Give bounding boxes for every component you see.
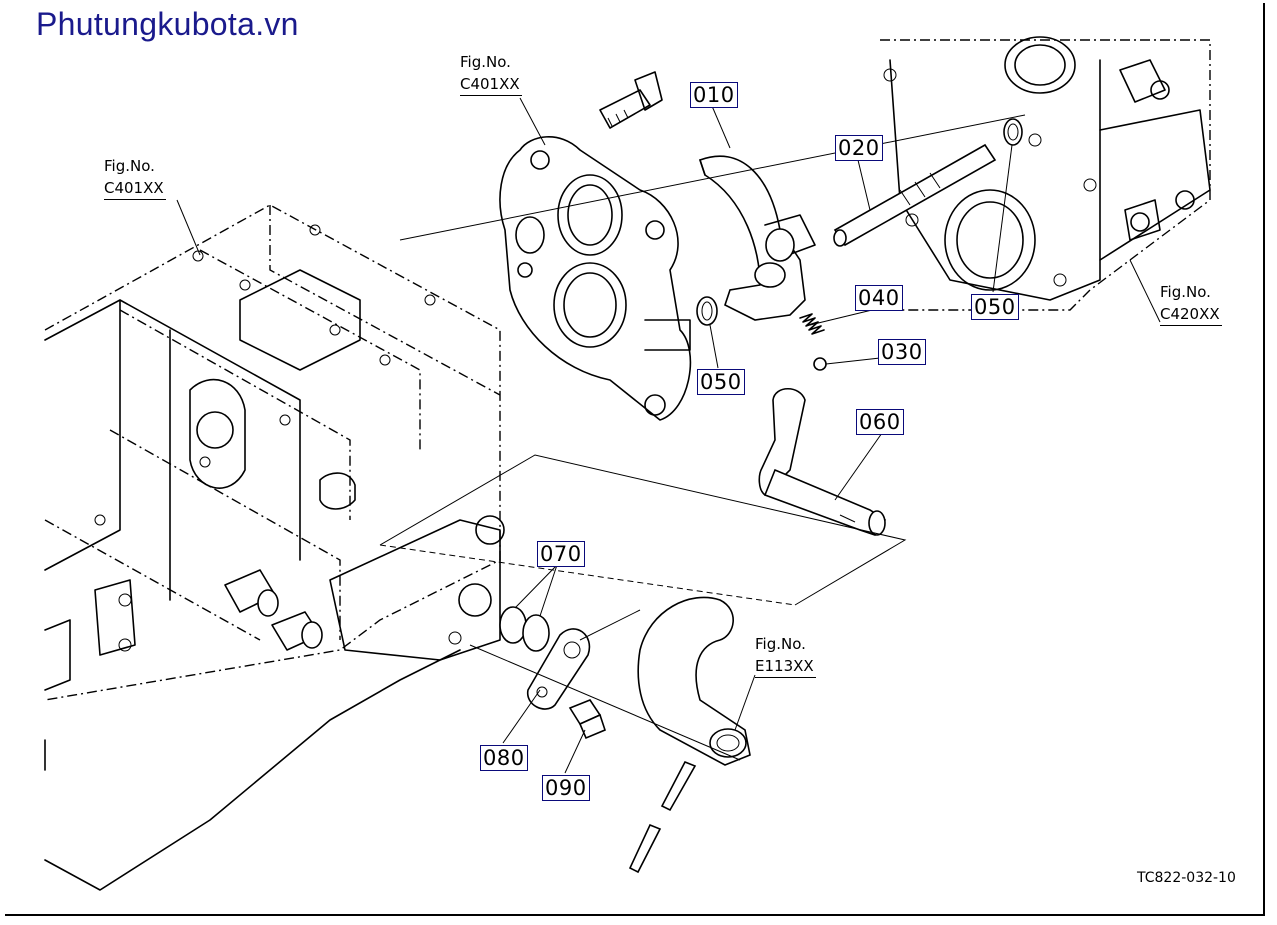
figure-ref-code: C401XX: [104, 177, 166, 200]
part-callout-090[interactable]: 090: [542, 775, 590, 801]
hex-bolt: [568, 699, 606, 740]
part-callout-040[interactable]: 040: [855, 285, 903, 311]
figure-ref-housing[interactable]: Fig.No. C401XX: [460, 51, 522, 96]
part-callout-050[interactable]: 050: [697, 369, 745, 395]
circlip: [696, 296, 718, 326]
circlip-inner: [1007, 123, 1019, 141]
figure-ref-label: Fig.No.: [1160, 283, 1211, 301]
rear-case: [880, 36, 1211, 311]
o-ring: [522, 614, 550, 652]
stopper-plate: [527, 628, 591, 710]
drawing-id: TC822-032-10: [1137, 870, 1236, 886]
gear-housing-plate: [499, 71, 692, 421]
shift-shaft: [833, 143, 997, 247]
figure-ref-rear-case[interactable]: Fig.No. C420XX: [1160, 281, 1222, 326]
part-callout-060[interactable]: 060: [856, 409, 904, 435]
figure-ref-code: C401XX: [460, 73, 522, 96]
circlip: [1003, 118, 1023, 146]
part-callout-020[interactable]: 020: [835, 135, 883, 161]
leader-lines: [176, 97, 1161, 774]
part-callout-010[interactable]: 010: [690, 82, 738, 108]
figure-ref-case[interactable]: Fig.No. C401XX: [104, 155, 166, 200]
assembly-guide: [379, 454, 907, 606]
figure-ref-label: Fig.No.: [755, 635, 806, 653]
figure-ref-arm[interactable]: Fig.No. E113XX: [755, 633, 816, 678]
figure-ref-label: Fig.No.: [104, 157, 155, 175]
shift-lever: [758, 387, 887, 536]
o-ring: [499, 606, 527, 644]
spring: [799, 313, 825, 335]
part-callout-030[interactable]: 030: [878, 339, 926, 365]
transmission-case: [44, 204, 505, 891]
figure-ref-code: C420XX: [1160, 303, 1222, 326]
site-title[interactable]: Phutungkubota.vn: [36, 6, 299, 42]
shift-arm: [628, 596, 751, 874]
part-callout-050[interactable]: 050: [971, 294, 1019, 320]
ball: [813, 357, 827, 371]
circlip-inner: [701, 301, 713, 321]
figure-ref-code: E113XX: [755, 655, 816, 678]
part-callout-070[interactable]: 070: [537, 541, 585, 567]
part-callout-080[interactable]: 080: [480, 745, 528, 771]
assembly-guide: [379, 544, 796, 606]
figure-ref-label: Fig.No.: [460, 53, 511, 71]
shift-fork: [698, 155, 816, 321]
